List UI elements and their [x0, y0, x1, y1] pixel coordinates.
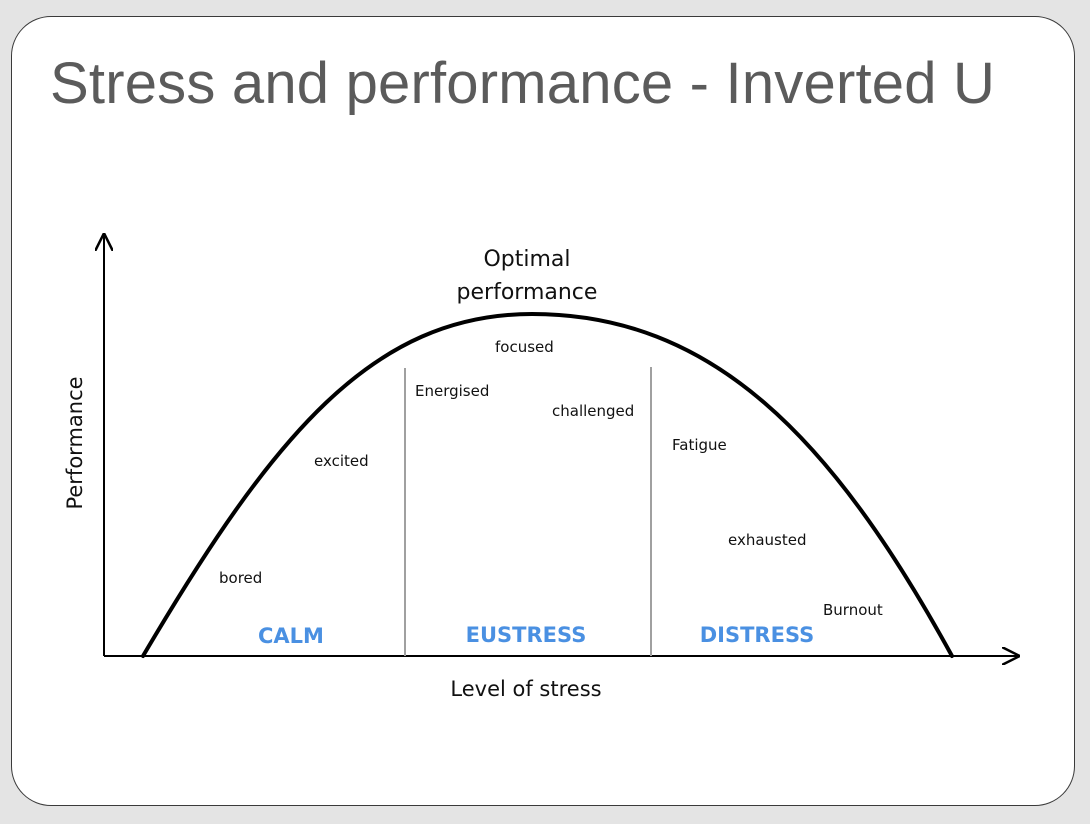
slide-title: Stress and performance - Inverted U: [50, 51, 996, 116]
zone-label-eustress: EUSTRESS: [466, 623, 587, 647]
zone-label-distress: DISTRESS: [700, 623, 815, 647]
word-exhausted: exhausted: [728, 531, 807, 549]
word-challenged: challenged: [552, 402, 634, 420]
inverted-u-curve: [141, 311, 954, 658]
zone-label-calm: CALM: [258, 624, 324, 648]
word-focused: focused: [495, 338, 554, 356]
x-axis-label: Level of stress: [450, 677, 601, 701]
y-axis-label: Performance: [63, 376, 87, 509]
peak-label-line1: Optimal: [483, 247, 570, 272]
word-energised: Energised: [415, 382, 489, 400]
inverted-u-diagram: Performance Level of stress Optimal perf…: [63, 17, 1075, 701]
peak-label-line2: performance: [457, 280, 598, 305]
slide: Stress and performance - Inverted U Perf…: [11, 16, 1075, 806]
word-burnout: Burnout: [823, 601, 883, 619]
word-excited: excited: [314, 452, 369, 470]
word-fatigue: Fatigue: [672, 436, 727, 454]
word-bored: bored: [219, 569, 262, 587]
